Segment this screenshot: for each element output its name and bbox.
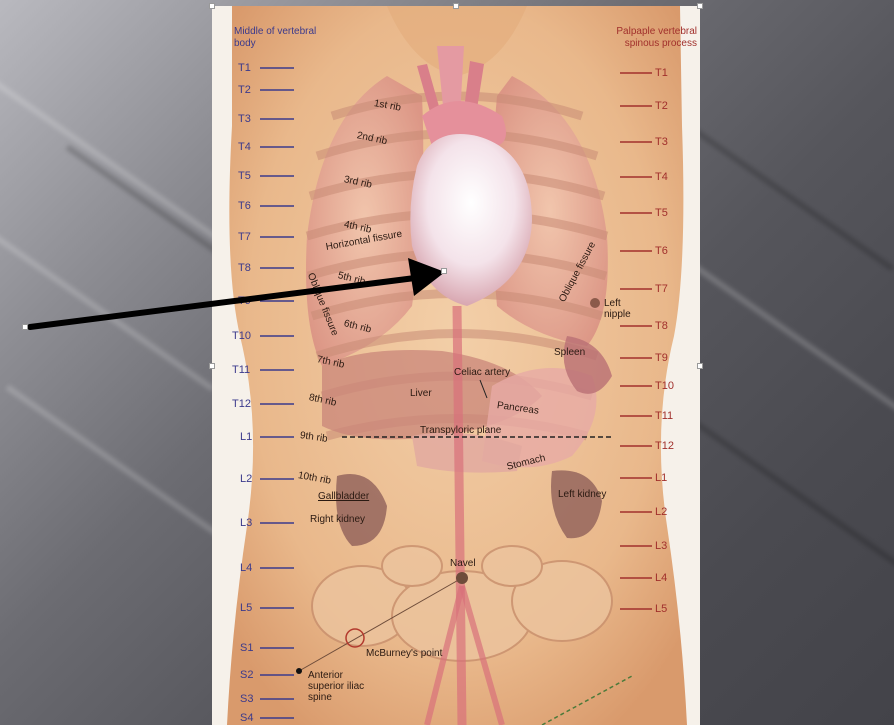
arrow-end-handle[interactable] — [441, 268, 447, 274]
arrow-start-handle[interactable] — [22, 324, 28, 330]
